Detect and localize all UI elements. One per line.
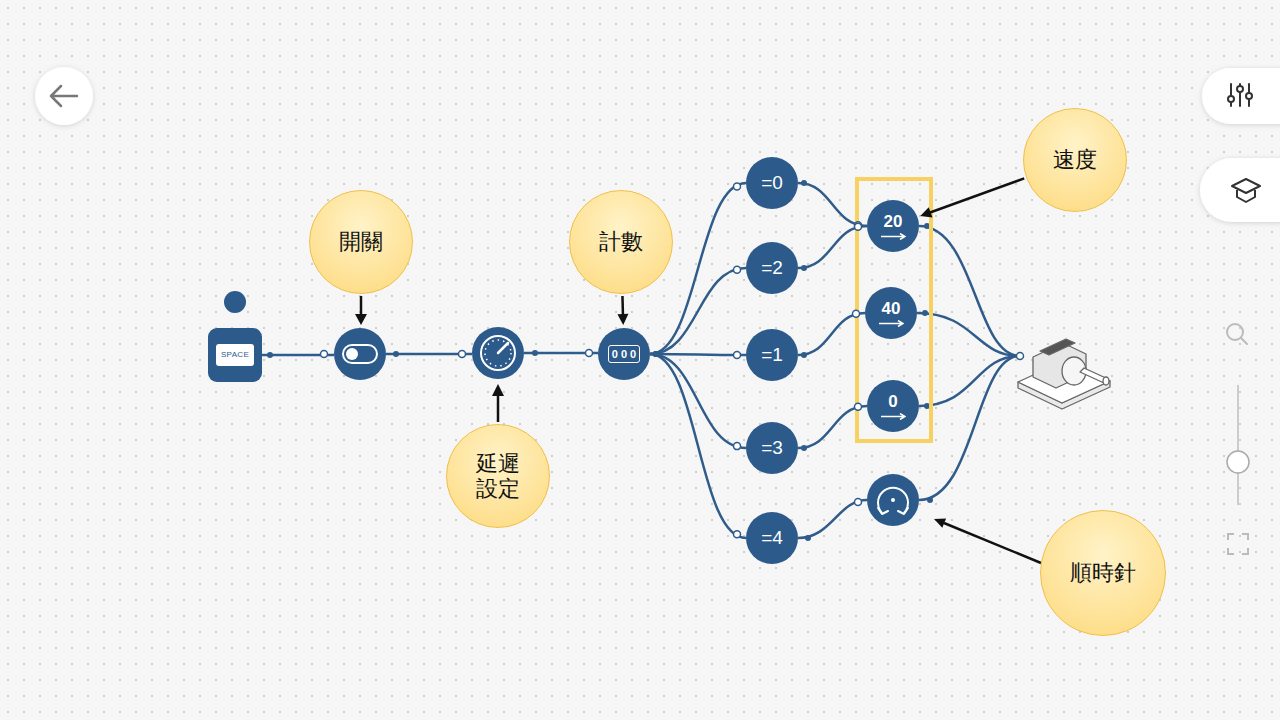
speed-node: 20 <box>867 200 919 252</box>
wire <box>798 313 865 355</box>
node-text: 開關 <box>339 229 383 254</box>
arrow-icon <box>878 320 904 327</box>
wire-dot <box>801 265 807 271</box>
wire-dot <box>801 180 807 186</box>
connector <box>798 403 867 451</box>
wire-port <box>853 310 860 317</box>
node-text: 順時針 <box>1070 560 1136 585</box>
wire <box>650 268 746 354</box>
wire-port <box>734 443 741 450</box>
node-text: =2 <box>761 257 783 279</box>
compare-node: =4 <box>746 512 798 564</box>
node-text: =4 <box>761 527 783 549</box>
wire <box>650 354 746 448</box>
speed-bracket <box>857 179 931 441</box>
node-text: 40 <box>882 299 901 319</box>
callout-bubble: 順時針 <box>1040 510 1166 636</box>
wire-dot <box>653 351 659 357</box>
wire-port <box>855 223 862 230</box>
wire-dot <box>653 351 659 357</box>
node-text: 計數 <box>599 229 643 254</box>
connector <box>920 178 1024 217</box>
compare-node: =1 <box>746 329 798 381</box>
wire-port <box>734 183 741 190</box>
compare-node: =2 <box>746 242 798 294</box>
counter-node: 000 <box>598 328 650 380</box>
user-dot <box>224 291 246 313</box>
wire-port <box>734 531 741 538</box>
connector <box>650 266 746 357</box>
wire-dot <box>653 351 659 357</box>
wire-dot <box>653 351 659 357</box>
connector <box>798 223 867 271</box>
delay-icon <box>472 327 524 379</box>
callout-bubble: 速度 <box>1023 108 1127 212</box>
callout-bubble: 延遲 設定 <box>446 424 550 528</box>
wire <box>650 354 746 355</box>
wire-dot <box>801 445 807 451</box>
node-text: =3 <box>761 437 783 459</box>
node-text: 0 <box>888 392 897 412</box>
node-text: 20 <box>884 212 903 232</box>
settings-tab <box>1202 68 1280 124</box>
compare-node: =3 <box>746 422 798 474</box>
switch-icon <box>334 328 386 380</box>
callout-bubble: 計數 <box>569 190 673 294</box>
connector <box>798 180 867 229</box>
node-text: 000 <box>608 345 640 364</box>
node-text: 速度 <box>1053 147 1097 172</box>
learn-tab <box>1200 158 1280 222</box>
leader-line <box>621 296 624 316</box>
zoom-control <box>1227 324 1249 554</box>
clockwise-icon <box>867 474 919 526</box>
compare-node: =0 <box>746 157 798 209</box>
connector <box>798 310 865 358</box>
arrow-head <box>920 207 932 217</box>
wire <box>798 226 867 268</box>
leader-line <box>929 178 1025 213</box>
node-text: 延遲 設定 <box>474 451 522 502</box>
motor-illustration <box>1018 339 1110 409</box>
arrow-head <box>617 314 628 325</box>
key-block: SPACE <box>208 328 262 382</box>
speed-node: 40 <box>865 287 917 339</box>
wire-port <box>734 266 741 273</box>
wire <box>798 183 867 226</box>
connector <box>617 296 628 325</box>
back-button <box>35 67 93 125</box>
arrow-icon <box>880 233 906 240</box>
connector <box>650 351 746 538</box>
arrow-icon <box>880 413 906 420</box>
wire-port <box>734 351 741 358</box>
wire <box>650 354 746 538</box>
connector <box>650 351 746 450</box>
wire-port <box>855 403 862 410</box>
wire-dot <box>801 352 807 358</box>
callout-bubble: 開關 <box>309 190 413 294</box>
node-text: =1 <box>761 344 783 366</box>
wire-dot <box>653 351 659 357</box>
speed-node: 0 <box>867 380 919 432</box>
node-text: =0 <box>761 172 783 194</box>
wire <box>798 406 867 448</box>
node-text: SPACE <box>216 344 254 365</box>
leader-arrows <box>355 296 1041 563</box>
